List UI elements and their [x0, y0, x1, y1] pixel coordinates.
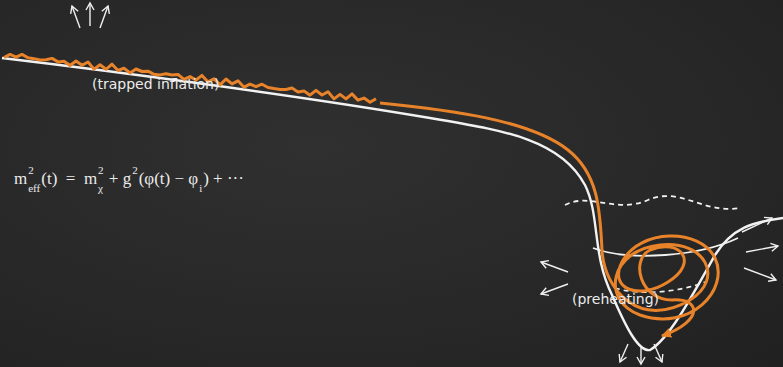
script-stack: 2: [132, 168, 138, 190]
field-trajectory: [380, 103, 718, 336]
equation-term: (t) = m: [41, 169, 97, 189]
annotation-label: (trapped inflation): [92, 76, 219, 92]
equation-term: m: [14, 169, 27, 189]
annotation-label: (preheating): [572, 291, 659, 307]
superscript: 2: [28, 165, 40, 176]
equation-term: (φ(t) − φ: [139, 169, 198, 189]
potential-curve: [2, 58, 783, 350]
subscript: i: [199, 183, 202, 194]
field-trajectory-wiggle: [4, 54, 376, 102]
spacer: [132, 179, 138, 190]
script-stack: i: [199, 168, 202, 190]
script-stack: 2χ: [98, 168, 104, 190]
spacer: [199, 165, 202, 176]
mass-equation: m2eff(t) = m2χ + g2 (φ(t) − φ i) + ···: [14, 168, 244, 190]
script-stack: 2eff: [28, 168, 40, 190]
superscript: 2: [132, 165, 138, 176]
emission-arrows: [72, 3, 778, 364]
subscript: χ: [98, 183, 104, 194]
superscript: 2: [98, 165, 104, 176]
well-back-rim: [565, 196, 740, 209]
subscript: eff: [28, 183, 40, 194]
equation-term: + g: [105, 169, 132, 189]
equation-term: ) + ···: [203, 169, 244, 189]
